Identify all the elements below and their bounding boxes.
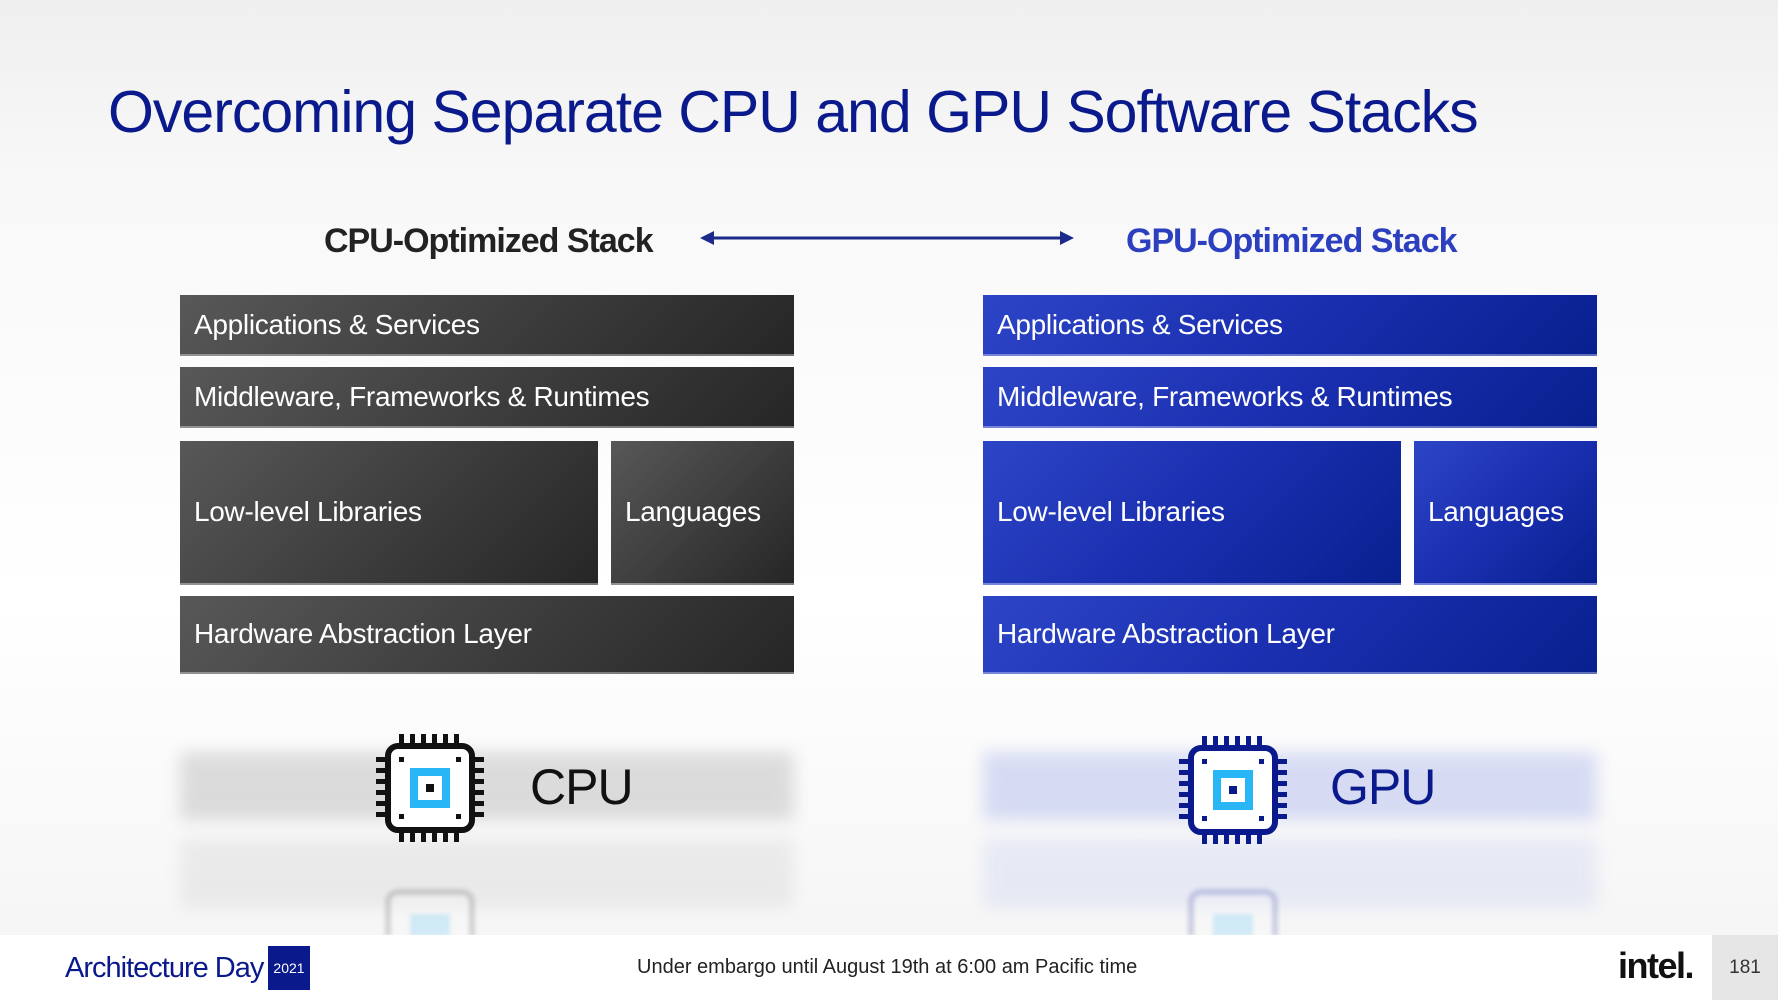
gpu-applications-layer: Applications & Services (983, 295, 1597, 356)
year-badge: 2021 (268, 946, 310, 990)
gpu-label: GPU (1330, 759, 1436, 815)
slide-title: Overcoming Separate CPU and GPU Software… (108, 79, 1479, 145)
double-arrow-icon (700, 231, 1074, 245)
footer: Architecture Day 2021 Under embargo unti… (0, 935, 1778, 1000)
gpu-chip-icon (1179, 736, 1287, 844)
embargo-notice: Under embargo until August 19th at 6:00 … (637, 956, 1138, 978)
gpu-hal-layer: Hardware Abstraction Layer (983, 596, 1597, 674)
gpu-middleware-layer: Middleware, Frameworks & Runtimes (983, 367, 1597, 428)
page-number: 181 (1712, 935, 1778, 1000)
cpu-applications-layer: Applications & Services (180, 295, 794, 356)
intel-logo: intel. (1618, 945, 1695, 986)
cpu-hal-layer: Hardware Abstraction Layer (180, 596, 794, 674)
cpu-chip-icon (376, 734, 484, 842)
cpu-middleware-layer: Middleware, Frameworks & Runtimes (180, 367, 794, 428)
gpu-chip-reflection (1175, 876, 1291, 936)
cpu-label: CPU (530, 759, 634, 815)
gpu-stack-reflection (983, 752, 1597, 820)
gpu-languages-layer: Languages (1414, 441, 1597, 585)
cpu-chip-reflection (372, 876, 488, 936)
cpu-languages-layer: Languages (611, 441, 794, 585)
gpu-stack-heading: GPU-Optimized Stack (1126, 222, 1458, 260)
cpu-stack-reflection-lower (180, 838, 794, 908)
cpu-stack-reflection (180, 752, 794, 820)
cpu-libraries-layer: Low-level Libraries (180, 441, 598, 585)
cpu-stack-heading: CPU-Optimized Stack (324, 222, 654, 260)
gpu-stack-reflection-lower (983, 838, 1597, 908)
event-name: Architecture Day (65, 952, 264, 984)
gpu-libraries-layer: Low-level Libraries (983, 441, 1401, 585)
